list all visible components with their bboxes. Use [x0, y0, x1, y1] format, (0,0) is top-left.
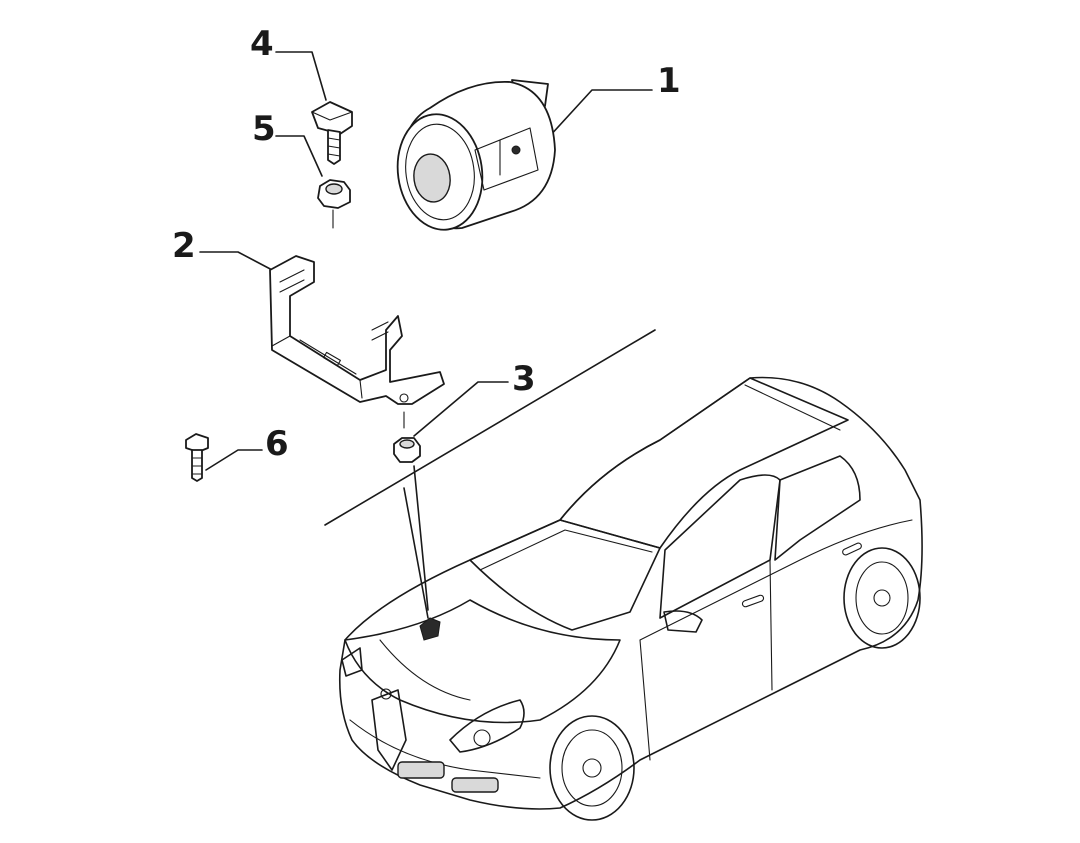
part-5-nut [317, 179, 351, 209]
leader-line-location-b [413, 465, 429, 611]
part-3-nut [393, 437, 421, 463]
leader-line-2 [199, 251, 277, 273]
part-2-bracket [269, 255, 445, 405]
part-4-screw [311, 101, 353, 165]
leader-line-6 [205, 449, 263, 471]
callout-number-2: 2 [172, 226, 196, 266]
leader-line-4 [275, 51, 327, 101]
callout-number-4: 4 [250, 24, 274, 64]
callout-number-1: 1 [657, 61, 681, 101]
leader-line-1 [547, 89, 653, 139]
mounting-location-marker [419, 617, 441, 641]
section-separator-line [324, 329, 656, 526]
leader-line-3 [413, 381, 509, 437]
callout-number-6: 6 [265, 424, 289, 464]
part-1-siren-unit [396, 79, 556, 231]
leader-lines [199, 51, 656, 619]
vehicle-illustration [338, 376, 923, 821]
callout-number-5: 5 [252, 109, 276, 149]
part-6-bolt [185, 433, 209, 482]
leader-line-location-a [403, 487, 429, 619]
callout-number-3: 3 [512, 359, 536, 399]
leader-line-5 [275, 135, 323, 177]
